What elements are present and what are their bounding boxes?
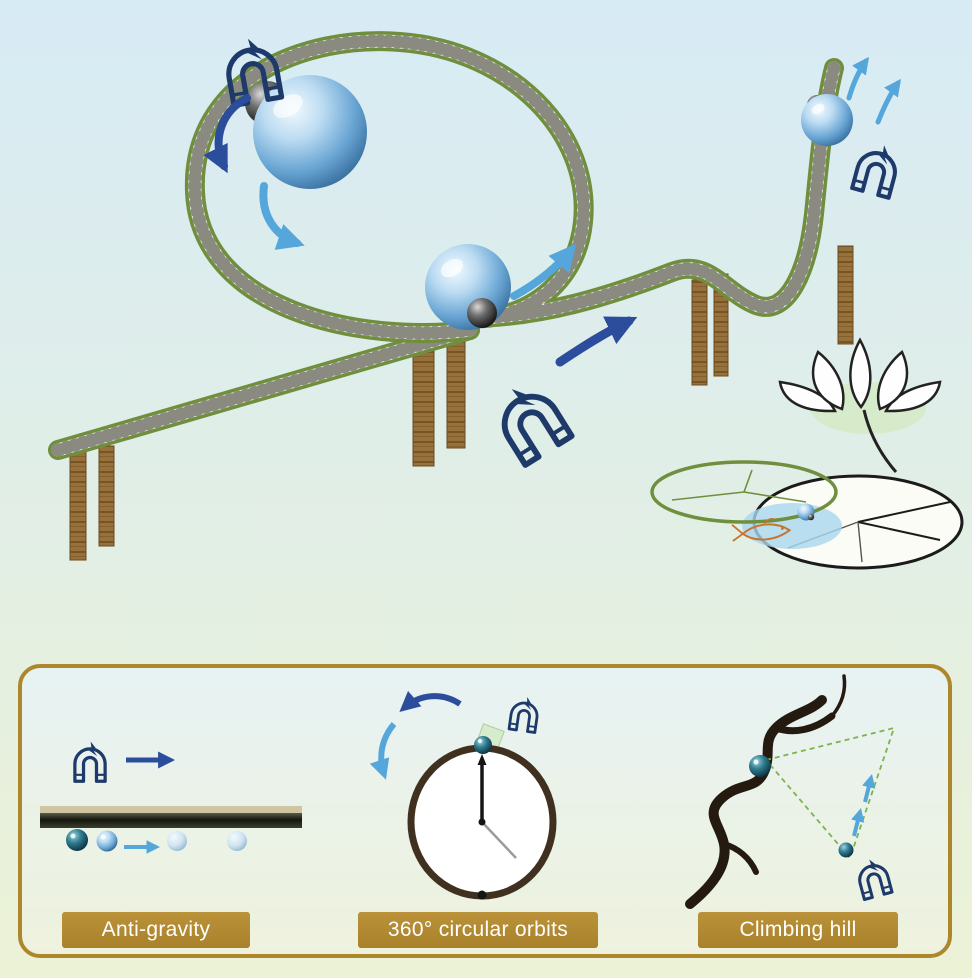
guide-triangle-dashed — [764, 726, 896, 860]
track-loop-and-hill — [184, 31, 844, 343]
ceiling-rail — [40, 813, 302, 828]
curved-arrow-light-blue — [510, 243, 577, 300]
wooden-post — [98, 445, 115, 547]
curved-arrow-dark-blue — [203, 94, 251, 174]
clock-hands — [477, 754, 517, 859]
mechanisms-panel-box: Anti-gravity 360° circular orbits Climbi… — [18, 664, 952, 958]
wooden-post — [69, 451, 87, 561]
curved-arrow-light-blue — [369, 722, 397, 780]
lotus-pond — [650, 337, 964, 570]
magnetic-bead — [467, 298, 497, 328]
droplet-lower — [838, 842, 854, 858]
droplet-faded — [227, 831, 247, 851]
track-ramp — [48, 320, 480, 460]
ceiling-rail-top — [40, 806, 302, 813]
magnet-icon — [73, 740, 107, 783]
tree-branch-icon — [685, 674, 847, 909]
droplet-sphere-bottom — [425, 244, 511, 330]
curved-arrow-light-blue — [259, 182, 305, 250]
label-climbing-hill: Climbing hill — [698, 912, 898, 948]
magnet-icon — [852, 140, 901, 198]
hanging-droplets — [66, 829, 247, 852]
droplet-faded — [167, 831, 187, 851]
roller-coaster-scene — [48, 31, 964, 570]
curved-arrow-light-blue — [875, 78, 901, 125]
panel-anti-gravity — [40, 740, 302, 854]
water-drop-puddle — [742, 503, 842, 549]
mechanism-panels — [40, 674, 896, 909]
droplet-sphere-large — [245, 75, 367, 189]
arrow-light-up — [862, 774, 876, 803]
curved-arrow-light-blue — [846, 56, 869, 101]
label-circular-orbits-text: 360° circular orbits — [387, 918, 569, 941]
curved-arrow-dark-blue — [399, 690, 462, 713]
koi-fish-icon — [731, 517, 792, 542]
lotus-flower-icon — [778, 337, 942, 413]
droplet-blue — [96, 830, 118, 852]
arrow-light-up — [851, 808, 865, 837]
wooden-posts — [69, 245, 854, 561]
droplet-on-branch — [749, 755, 771, 777]
magnet-icon — [487, 375, 571, 465]
label-climbing-hill-text: Climbing hill — [739, 918, 857, 941]
panel-climbing-hill — [685, 674, 896, 909]
magnet-icon — [507, 693, 541, 734]
lotus-stem — [862, 409, 898, 473]
droplet-on-pad — [797, 503, 815, 521]
magnet-icon — [853, 854, 894, 901]
panel-circular-orbits — [369, 690, 557, 900]
label-circular-orbits: 360° circular orbits — [358, 912, 598, 948]
droplet-dark — [66, 829, 88, 851]
droplet-on-ring — [474, 736, 492, 754]
label-anti-gravity: Anti-gravity — [62, 912, 250, 948]
ring-base-dot — [477, 890, 487, 900]
wooden-post — [837, 245, 854, 345]
wooden-post — [691, 279, 708, 386]
label-anti-gravity-text: Anti-gravity — [101, 918, 211, 941]
curved-arrow-dark-blue — [555, 316, 638, 367]
droplet-sphere-climbing — [801, 94, 853, 146]
lily-pad-green-icon — [650, 460, 838, 524]
wooden-post — [412, 347, 435, 467]
wooden-post — [446, 339, 466, 449]
